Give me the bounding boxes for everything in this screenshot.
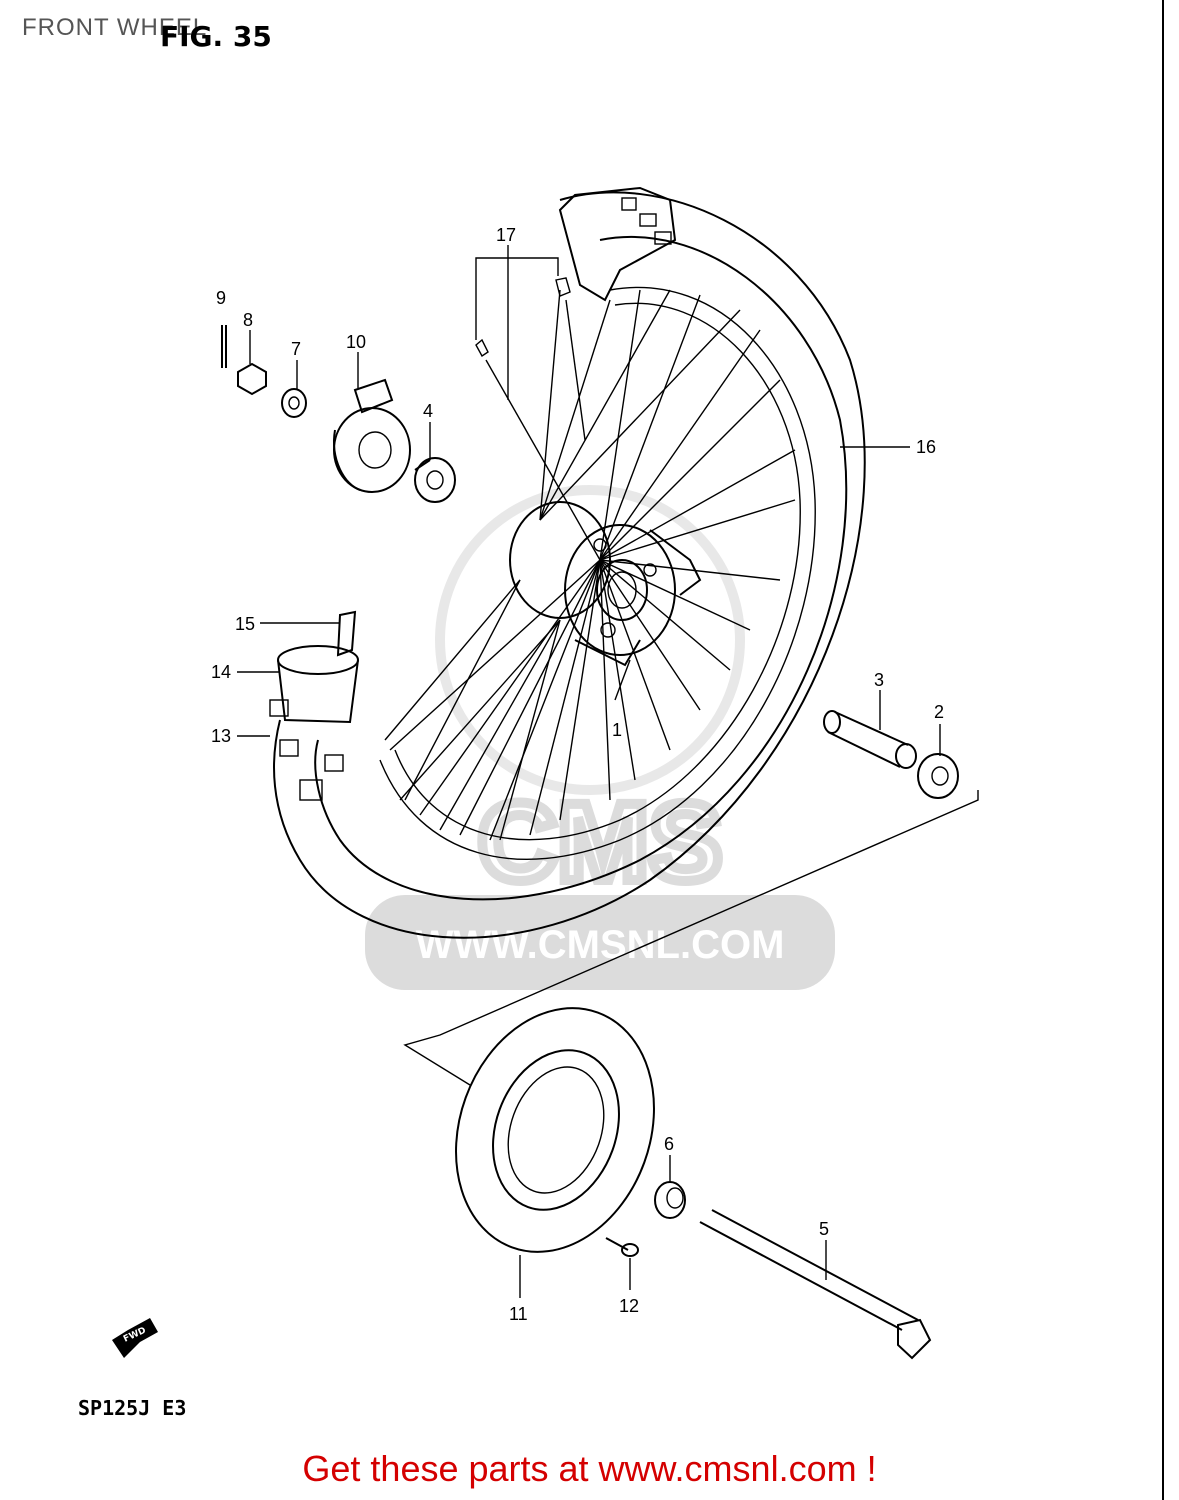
callout-11: 11: [509, 1304, 528, 1324]
callout-15: 15: [235, 614, 255, 634]
callout-1: 1: [612, 720, 622, 740]
cotter-pin: [221, 325, 227, 368]
callout-14: 14: [211, 662, 231, 682]
callout-7: 7: [291, 339, 301, 359]
callout-8: 8: [243, 310, 253, 330]
disc-bolt: [605, 1237, 639, 1290]
watermark-brand: CMS: [478, 781, 722, 904]
hub: [509, 501, 702, 667]
fwd-arrow-icon: FWD: [112, 1318, 158, 1358]
page-title: FRONT WHEEL: [22, 14, 208, 41]
bearing-right: [917, 724, 959, 799]
watermark-url: WWW.CMSNL.COM: [416, 923, 785, 967]
callout-6: 6: [664, 1134, 674, 1154]
callout-2: 2: [934, 702, 944, 722]
front-axle: [699, 1209, 932, 1360]
model-code: SP125J E3: [78, 1396, 187, 1420]
cta-banner[interactable]: Get these parts at www.cmsnl.com !: [302, 1448, 877, 1489]
callout-3: 3: [874, 670, 884, 690]
cmsnl-watermark: WWW.CMSNL.COM CMS: [365, 485, 835, 990]
speedo-gearbox: [333, 352, 411, 493]
spoke-nipple: [475, 245, 601, 561]
callout-4: 4: [423, 401, 433, 421]
callout-16: 16: [916, 437, 936, 457]
spacer: [823, 690, 917, 769]
washer: [281, 360, 307, 418]
callout-10: 10: [346, 332, 366, 352]
castle-nut: [237, 330, 267, 396]
figure-label: FIG. 35: [160, 20, 272, 53]
callouts: 1 2 3 4 5 6 7 8 9 10 11 12 13 14 15 16 1…: [211, 225, 944, 1324]
callout-12: 12: [619, 1296, 639, 1316]
callout-5: 5: [819, 1219, 829, 1239]
bearing-left: [414, 422, 456, 503]
axle-collar: [654, 1155, 686, 1219]
callout-9: 9: [216, 288, 226, 308]
spokes: [384, 289, 796, 841]
rim-lock: [277, 610, 359, 724]
tire: [269, 186, 866, 939]
brake-disc: [455, 1007, 655, 1298]
callout-17: 17: [496, 225, 516, 245]
callout-13: 13: [211, 726, 231, 746]
